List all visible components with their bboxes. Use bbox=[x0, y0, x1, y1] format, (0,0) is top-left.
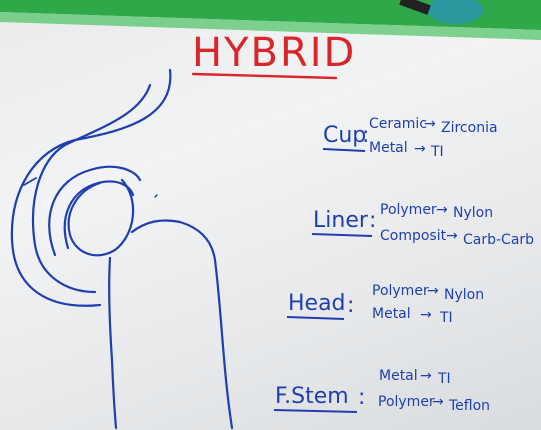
cup-row-1-from: Ceramic bbox=[369, 116, 427, 132]
fstem-row-2-to: Teflon bbox=[448, 398, 490, 414]
page-title: HYBRID bbox=[192, 30, 356, 76]
svg-text::: : bbox=[358, 385, 365, 410]
svg-text::: : bbox=[369, 208, 376, 233]
cup-row-1-to: Zirconia bbox=[441, 120, 498, 136]
liner-row-2-to: Carb-Carb bbox=[463, 232, 534, 248]
svg-text:→: → bbox=[427, 283, 439, 299]
hip-implant-drawing bbox=[12, 70, 232, 428]
section-label-head: Head bbox=[288, 291, 346, 316]
liner-row-2-from: Composit bbox=[380, 228, 447, 244]
svg-text:→: → bbox=[414, 141, 426, 157]
cup-row-2-to: TI bbox=[430, 144, 444, 160]
svg-text:→: → bbox=[446, 228, 458, 244]
section-label-liner: Liner bbox=[313, 208, 369, 233]
fstem-row-2-from: Polymer bbox=[378, 394, 435, 410]
svg-text::: : bbox=[347, 293, 354, 318]
svg-text:→: → bbox=[432, 394, 444, 410]
section-label-cup: Cup bbox=[323, 123, 366, 148]
head-row-1-from: Polymer bbox=[372, 283, 429, 299]
liner-row-1-from: Polymer bbox=[380, 202, 437, 218]
svg-text:→: → bbox=[424, 116, 436, 132]
section-liner: Liner : Polymer → Nylon Composit → Carb-… bbox=[312, 202, 534, 248]
svg-text:→: → bbox=[420, 307, 432, 323]
section-fstem: F.Stem : Metal → TI Polymer → Teflon bbox=[274, 368, 490, 414]
head-row-1-to: Nylon bbox=[444, 287, 484, 303]
fstem-row-1-to: TI bbox=[437, 371, 451, 387]
head-row-2-from: Metal bbox=[372, 306, 411, 322]
svg-text:→: → bbox=[420, 368, 432, 384]
section-cup: Cup : Ceramic → Zirconia Metal → TI bbox=[323, 116, 498, 160]
section-head: Head : Polymer → Nylon Metal → TI bbox=[287, 283, 484, 326]
section-label-fstem: F.Stem bbox=[275, 384, 349, 409]
title-group: HYBRID bbox=[192, 30, 356, 78]
svg-text:→: → bbox=[436, 202, 448, 218]
liner-row-1-to: Nylon bbox=[453, 205, 493, 221]
fstem-row-1-from: Metal bbox=[379, 368, 418, 384]
head-row-2-to: TI bbox=[439, 310, 453, 326]
cup-row-2-from: Metal bbox=[369, 140, 408, 156]
